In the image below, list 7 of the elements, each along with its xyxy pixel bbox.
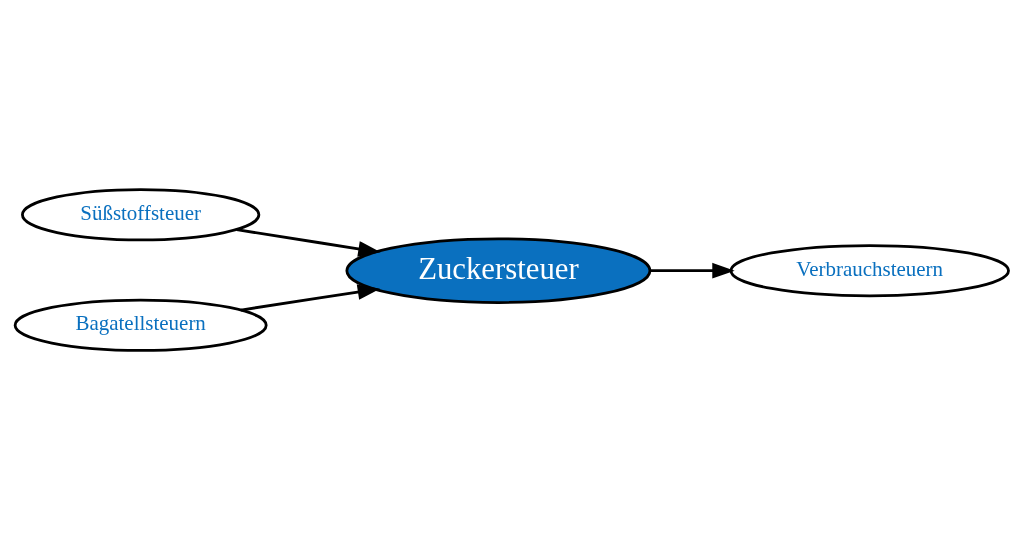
node-ellipse: Bagatellsteuern [13,298,268,352]
arrow [240,283,381,311]
node-ellipse: Süßstoffsteuer [21,187,261,241]
arrow [236,227,381,257]
arrow [649,262,735,279]
node-ellipse: Verbrauchsteuern [729,243,1010,297]
node-ellipse: Zuckersteuer [345,236,652,304]
